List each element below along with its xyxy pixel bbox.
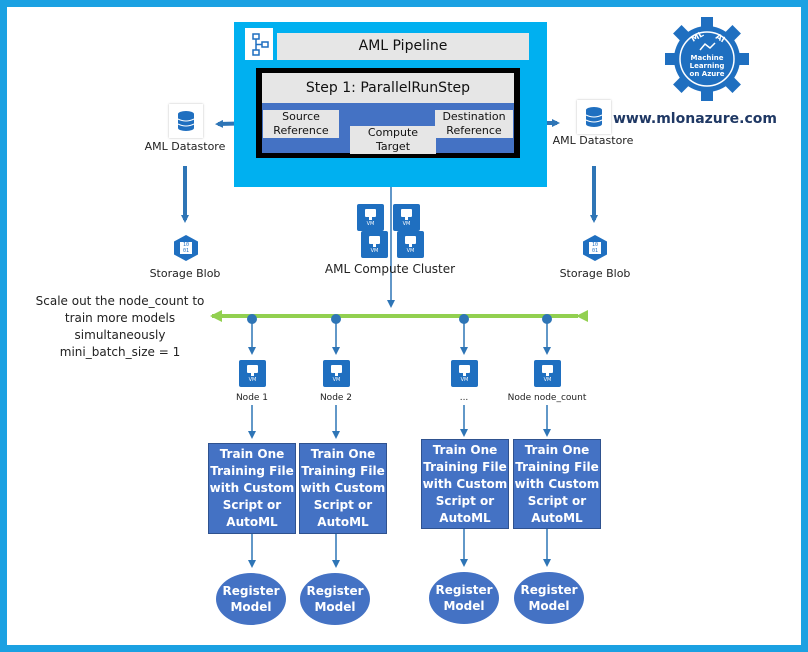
logo-ai: AI — [714, 32, 726, 44]
datastore-icon-left — [169, 104, 203, 138]
logo-line2: Learning — [690, 62, 725, 70]
train-line: Training File — [515, 459, 599, 474]
train-line: AutoML — [226, 515, 278, 529]
register-line: Register — [306, 584, 364, 598]
cluster-vm-icon: VM — [357, 204, 384, 231]
ml-on-azure-logo: ML AI Machine Learning on Azure — [662, 14, 752, 104]
node-3-dot — [459, 314, 469, 324]
train-line: Script or — [313, 498, 373, 512]
destination-reference: Destination Reference — [435, 110, 513, 138]
register-line: Model — [443, 599, 485, 613]
train-line: Script or — [222, 498, 282, 512]
datastore-icon-right — [577, 100, 611, 134]
scale-note-line: mini_batch_size = 1 — [59, 345, 181, 359]
train-line: Script or — [527, 493, 587, 508]
cluster-vm-icon: VM — [361, 231, 388, 258]
train-box: Train One Training File with Custom Scri… — [208, 443, 296, 534]
register-line: Register — [222, 584, 280, 598]
compute-target: Compute Target — [350, 126, 436, 154]
cluster-vm-icon: VM — [397, 231, 424, 258]
train-line: Train One — [524, 442, 590, 457]
train-box: Train One Training File with Custom Scri… — [421, 439, 509, 529]
train-line: Train One — [310, 447, 376, 461]
train-line: Training File — [301, 464, 385, 478]
node-label: Node 1 — [235, 393, 269, 403]
logo-line3: on Azure — [690, 70, 725, 78]
node-label: ... — [459, 393, 469, 403]
scale-note-line: Scale out the node_count to — [35, 294, 205, 308]
train-line: AutoML — [317, 515, 369, 529]
node-2-dot — [331, 314, 341, 324]
storage-blob-label-left: Storage Blob — [149, 267, 221, 280]
train-line: with Custom — [209, 481, 295, 495]
source-reference: Source Reference — [263, 110, 339, 138]
train-line: Train One — [219, 447, 285, 461]
train-box: Train One Training File with Custom Scri… — [299, 443, 387, 534]
train-box: Train One Training File with Custom Scri… — [513, 439, 601, 529]
scale-note-line: train more models — [64, 311, 176, 325]
train-line: with Custom — [300, 481, 386, 495]
datastore-label-right: AML Datastore — [552, 134, 634, 147]
train-line: with Custom — [514, 476, 600, 491]
train-line: Script or — [435, 493, 495, 508]
compute-cluster-label: AML Compute Cluster — [324, 262, 456, 276]
storage-blob-icon-left: 10 01 — [172, 234, 200, 262]
node-vm-icon: VM — [451, 360, 478, 387]
register-line: Register — [435, 583, 493, 597]
cluster-vm-icon: VM — [393, 204, 420, 231]
train-line: AutoML — [439, 510, 491, 525]
node-4-dot — [542, 314, 552, 324]
register-line: Model — [230, 600, 272, 614]
datastore-label-left: AML Datastore — [144, 140, 226, 153]
pipeline-icon — [245, 28, 273, 60]
train-line: with Custom — [422, 476, 508, 491]
register-line: Register — [520, 583, 578, 597]
node-vm-icon: VM — [534, 360, 561, 387]
node-label: Node node_count — [507, 393, 587, 403]
blob-bits-left: 10 01 — [182, 242, 190, 254]
train-line: AutoML — [531, 510, 583, 525]
node-1-dot — [247, 314, 257, 324]
logo-line1: Machine — [691, 54, 724, 62]
node-vm-icon: VM — [239, 360, 266, 387]
register-line: Model — [528, 599, 570, 613]
step-title: Step 1: ParallelRunStep — [262, 73, 514, 103]
storage-blob-label-right: Storage Blob — [559, 267, 631, 280]
scale-note-line: simultaneously — [74, 328, 166, 342]
blob-bits-right: 10 01 — [591, 242, 599, 254]
train-line: Training File — [423, 459, 507, 474]
train-line: Train One — [432, 442, 498, 457]
node-vm-icon: VM — [323, 360, 350, 387]
node-label: Node 2 — [319, 393, 353, 403]
pipeline-title: AML Pipeline — [277, 33, 529, 60]
train-line: Training File — [210, 464, 294, 478]
scale-out-note: Scale out the node_count to train more m… — [20, 293, 220, 361]
website-url: www.mlonazure.com — [613, 111, 777, 127]
storage-blob-icon-right: 10 01 — [581, 234, 609, 262]
register-line: Model — [314, 600, 356, 614]
